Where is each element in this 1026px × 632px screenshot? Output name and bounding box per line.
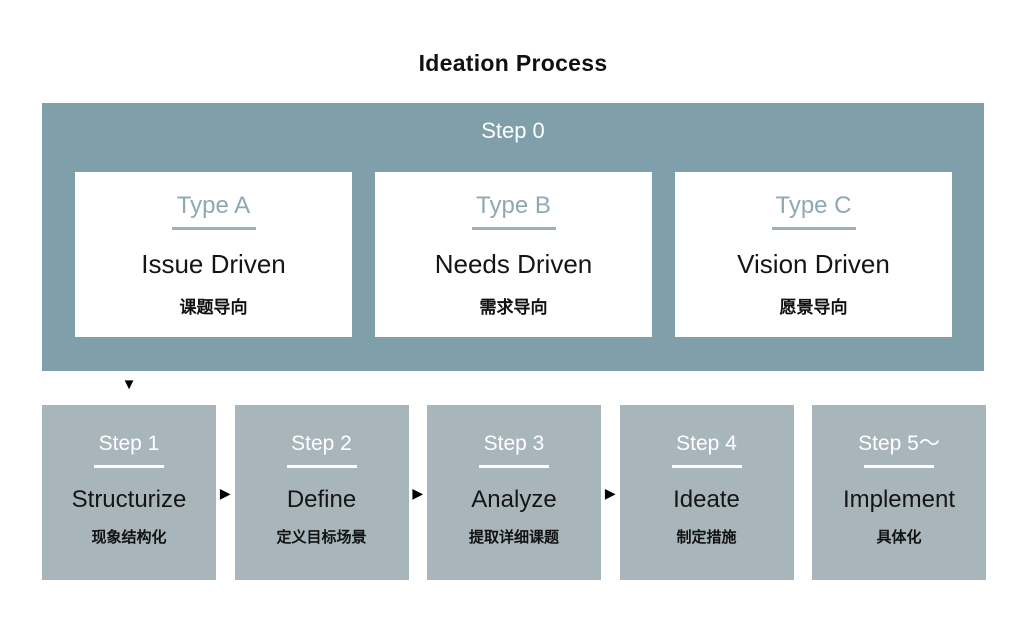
step-5-subtitle: 具体化 [876,529,922,547]
step-1-title: Structurize [71,486,187,514]
right-arrow-icon: ▶ [219,484,231,501]
step-5-title: Implement [842,486,956,514]
step-gap-3-4: ▶ [601,405,620,580]
right-arrow-icon: ▶ [412,484,424,501]
step-box-analyze: Step 3 Analyze 提取详细课题 [427,405,601,580]
step-5-underline [864,465,934,469]
step-4-title: Ideate [673,486,740,514]
step-box-implement: Step 5〜 Implement 具体化 [812,405,986,580]
step-4-label: Step 4 [676,432,737,455]
step-4-underline [671,465,742,469]
step-gap-2-3: ▶ [409,405,428,580]
type-card-needs-driven: Type B Needs Driven 需求导向 [375,172,652,337]
step-2-label: Step 2 [291,432,352,455]
step-3-underline [479,465,549,469]
step0-label: Step 0 [481,118,545,143]
type-a-label: Type A [176,192,251,219]
step-box-ideate: Step 4 Ideate 制定措施 [619,405,794,580]
step-3-title: Analyze [471,486,557,514]
down-arrow-icon: ▼ [121,376,137,393]
step-gap-4-5 [794,405,813,580]
step-2-subtitle: 定义目标场景 [276,529,367,547]
step-3-subtitle: 提取详细课题 [468,529,559,547]
type-b-subtitle: 需求导向 [479,297,548,317]
type-card-vision-driven: Type C Vision Driven 愿景导向 [675,172,952,337]
type-b-title: Needs Driven [434,248,593,279]
step0-band: Step 0 Type A Issue Driven 课题导向 Type B N… [42,103,984,371]
type-c-label: Type C [775,192,852,219]
type-c-underline [771,226,856,230]
step-gap-1-2: ▶ [216,405,235,580]
type-a-subtitle: 课题导向 [179,297,248,317]
step-1-underline [94,465,164,469]
step-box-structurize: Step 1 Structurize 现象结构化 [42,405,216,580]
type-card-issue-driven: Type A Issue Driven 课题导向 [75,172,352,337]
step-5-label: Step 5〜 [858,432,940,455]
type-a-title: Issue Driven [141,248,286,279]
step-3-label: Step 3 [483,432,545,455]
step-2-title: Define [286,486,357,514]
type-c-subtitle: 愿景导向 [779,297,848,317]
step-4-subtitle: 制定措施 [676,529,737,547]
right-arrow-icon: ▶ [604,484,616,501]
step-1-subtitle: 现象结构化 [91,529,167,547]
type-b-underline [471,226,556,230]
type-b-label: Type B [476,192,551,219]
step-2-underline [286,465,357,469]
steps-row: Step 1 Structurize 现象结构化 ▶ Step 2 Define… [42,405,986,580]
step-1-label: Step 1 [98,432,160,455]
page-title: Ideation Process [418,50,608,76]
step-box-define: Step 2 Define 定义目标场景 [234,405,409,580]
type-c-title: Vision Driven [737,248,890,279]
type-a-underline [171,226,256,230]
